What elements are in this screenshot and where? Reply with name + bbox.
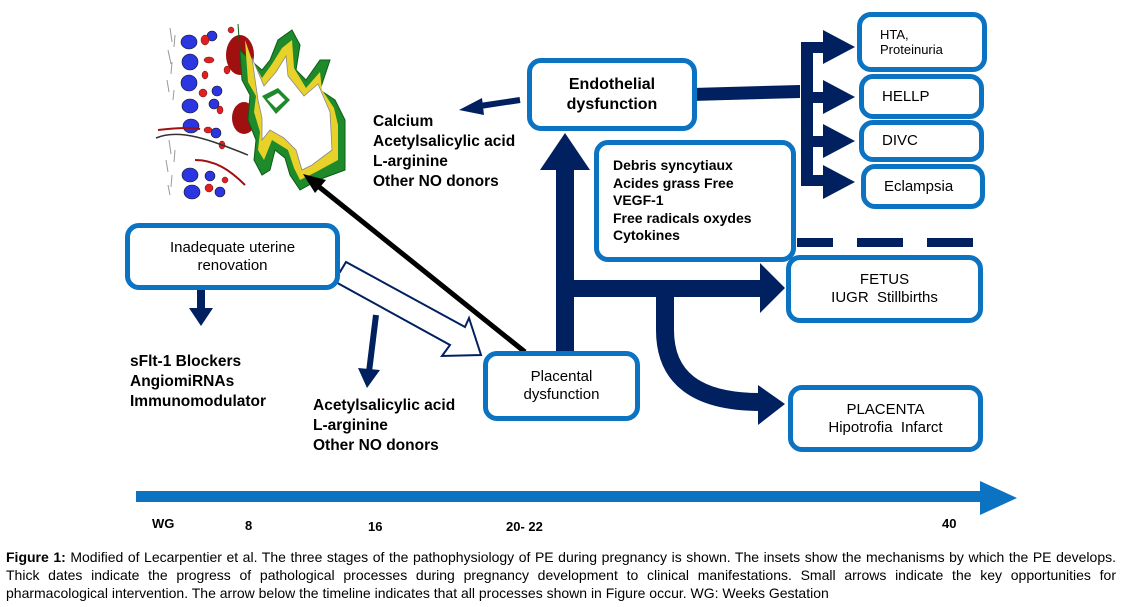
- trunk-arrow-placenta: [656, 297, 785, 425]
- black-arrow-placenta-to-villus: [303, 174, 527, 354]
- fetus-line-2: IUGR Stillbirths: [831, 289, 938, 306]
- outcome-line: HELLP: [882, 87, 930, 105]
- intervention-item: Other NO donors: [313, 437, 439, 454]
- uterine-line-2: renovation: [197, 256, 268, 274]
- factor-item: Free radicals oxydes: [613, 209, 752, 226]
- placental-tissue-illustration: [155, 23, 346, 200]
- intervention-item: Immunomodulator: [130, 393, 267, 410]
- uterine-line-1: Inadequate uterine: [169, 238, 296, 256]
- interventions-uterine: sFlt-1 Blockers AngiomiRNAs Immunomodula…: [130, 352, 266, 412]
- timeline-tick: 20- 22: [506, 519, 543, 534]
- intervention-item: L-arginine: [373, 153, 448, 170]
- caption-label: Figure 1:: [6, 549, 66, 565]
- intervention-arrow-endothelial: [459, 97, 521, 115]
- trunk-arrow-up: [540, 133, 590, 355]
- endothelial-line-1: Endothelial: [568, 75, 656, 93]
- intervention-item: Acetylsalicylic acid: [313, 397, 456, 414]
- outcome-line: Proteinuria: [880, 42, 943, 57]
- outcome-line: DIVC: [882, 132, 918, 149]
- node-placental-dysfunction[interactable]: Placental dysfunction: [483, 351, 640, 421]
- timeline-tick: 16: [368, 519, 383, 534]
- placenta-line-1: PLACENTA: [846, 400, 925, 418]
- factor-item: Acides grass Free: [613, 174, 734, 191]
- outcome-eclampsia[interactable]: Eclampsia: [861, 164, 985, 209]
- endothelial-to-outcomes-arrows: [692, 30, 855, 199]
- factor-item: Debris syncytiaux: [613, 157, 733, 174]
- intervention-item: Calcium: [373, 113, 434, 130]
- outcome-line: HTA,: [880, 27, 909, 42]
- intervention-item: AngiomiRNAs: [130, 373, 235, 390]
- intervention-arrow-placental: [358, 314, 380, 388]
- fetus-line-1: FETUS: [859, 271, 910, 288]
- interventions-endothelial: Calcium Acetylsalicylic acid L-arginine …: [373, 112, 515, 192]
- trunk-arrow-fetus: [574, 263, 785, 313]
- node-placenta[interactable]: PLACENTA Hipotrofia Infarct: [788, 385, 983, 452]
- factor-item: Cytokines: [613, 227, 680, 244]
- intervention-item: L-arginine: [313, 417, 388, 434]
- intervention-item: sFlt-1 Blockers: [130, 353, 242, 370]
- placental-line-2: dysfunction: [523, 386, 600, 403]
- hollow-arrow-uterine-to-placental: [330, 260, 483, 358]
- factor-item: VEGF-1: [613, 192, 664, 209]
- node-fetus[interactable]: FETUS IUGR Stillbirths: [786, 255, 983, 323]
- outcome-hellp[interactable]: HELLP: [859, 74, 984, 119]
- placenta-line-2: Hipotrofia Infarct: [828, 418, 943, 436]
- intervention-arrow-uterine: [189, 284, 213, 326]
- timeline-arrow: [136, 481, 1017, 515]
- figure-caption: Figure 1: Modified of Lecarpentier et al…: [6, 548, 1116, 602]
- timeline-tick: 40: [942, 516, 957, 531]
- node-circulating-factors[interactable]: Debris syncytiaux Acides grass Free VEGF…: [594, 140, 796, 262]
- dashed-separator: [797, 238, 973, 247]
- interventions-placental: Acetylsalicylic acid L-arginine Other NO…: [313, 396, 455, 456]
- placental-line-1: Placental: [530, 368, 593, 385]
- timeline-label-wg: WG: [152, 516, 175, 531]
- node-endothelial-dysfunction[interactable]: Endothelial dysfunction: [527, 58, 697, 131]
- outcome-hta-proteinuria[interactable]: HTA, Proteinuria: [857, 12, 987, 72]
- intervention-item: Acetylsalicylic acid: [373, 133, 516, 150]
- outcome-divc[interactable]: DIVC: [859, 120, 984, 162]
- endothelial-line-2: dysfunction: [566, 95, 658, 113]
- node-inadequate-uterine-renovation[interactable]: Inadequate uterine renovation: [125, 223, 340, 290]
- intervention-item: Other NO donors: [373, 173, 499, 190]
- timeline-tick: 8: [245, 518, 253, 533]
- caption-text: Modified of Lecarpentier et al. The thre…: [6, 549, 1117, 601]
- outcome-line: Eclampsia: [884, 177, 954, 195]
